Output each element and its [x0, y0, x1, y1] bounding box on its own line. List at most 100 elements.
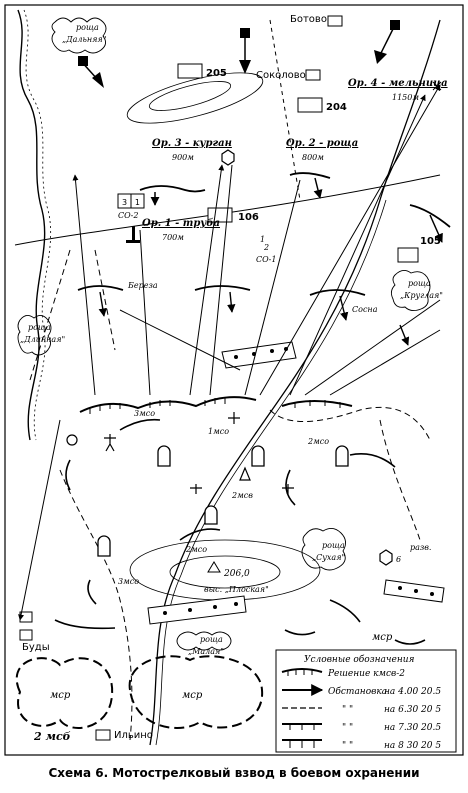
bmp-vehicles	[97, 445, 349, 557]
observation-rays	[18, 84, 441, 621]
legend-row-1: Обстановка на 4.00 20.5	[282, 684, 441, 697]
patrol-routes	[29, 249, 431, 741]
square-205	[177, 63, 203, 79]
contour-hill-206-inner	[169, 555, 281, 589]
map-frame	[4, 4, 464, 756]
figure-caption: Схема 6. Мотострелковый взвод в боевом о…	[48, 766, 420, 780]
obstacle-strip-3	[383, 579, 445, 603]
road-main	[149, 19, 441, 746]
unit-msr-right: мср	[372, 632, 393, 643]
front-line-ticks	[89, 398, 341, 414]
kurgan-marker	[221, 149, 235, 166]
river	[17, 9, 46, 441]
unit-co1-a: 1	[260, 235, 265, 244]
grove-kruglaya	[390, 270, 431, 312]
legend-text-0: Решение кмсв-2	[327, 669, 405, 679]
grove-dalnyaya-line2: „Дальняя"	[62, 35, 106, 44]
landmark-bereza: Береза	[127, 281, 158, 290]
company-area-center	[128, 655, 264, 729]
unit-2msv: 2мсв	[231, 491, 253, 500]
grove-malaya-line2: „Малая"	[188, 647, 224, 656]
grove-kruglaya-line2: „Круглая"	[400, 291, 443, 300]
legend-date-3: на 7.30 20.5	[384, 723, 441, 733]
grove-sukhaya-line1: роща	[322, 541, 345, 550]
square-204	[297, 97, 323, 113]
grid-106: 106	[238, 212, 259, 223]
legend-row-3: " " на 7.30 20.5	[282, 723, 441, 733]
crossroad-marker	[66, 434, 78, 446]
road-secondary	[14, 174, 441, 246]
unit-1mso: 1мсо	[208, 427, 229, 436]
landmark-height: 206,0	[223, 569, 250, 579]
grove-dlinnaya	[17, 315, 52, 356]
enemy-arrow-top-left	[78, 56, 104, 88]
landmark-or2: Ор. 2 - роща	[286, 138, 358, 149]
grove-dlinnaya-line1: роща	[28, 323, 51, 332]
landmark-or1-distance: 700м	[162, 233, 184, 242]
grove-dalnyaya	[51, 17, 107, 54]
label-ilyino: Ильино	[114, 730, 153, 741]
legend-title: Условные обозначения	[304, 654, 415, 665]
grove-dlinnaya-line2: „Длинная"	[20, 335, 65, 344]
forward-position-left	[139, 185, 206, 206]
landmark-razv: разв.	[410, 543, 431, 552]
square-ilyino	[95, 729, 111, 741]
landmark-or1: Ор. 1 - труба	[142, 218, 220, 229]
square-106	[207, 207, 233, 223]
forward-position-right	[289, 172, 331, 199]
landmark-height-label: выс. „Плоская"	[204, 585, 269, 594]
defence-line-mid	[77, 285, 366, 296]
label-botovo: Ботово	[290, 14, 327, 25]
contour-hill-205	[126, 72, 264, 124]
unit-msr-left: мср	[50, 690, 71, 701]
grid-204: 204	[326, 102, 347, 113]
label-sokolovo: Соколово	[256, 70, 306, 81]
landmark-or3: Ор. 3 - курган	[152, 138, 232, 149]
forward-position-far-right	[409, 204, 451, 243]
unit-co2: СО-2	[118, 211, 138, 220]
river-bank	[23, 9, 52, 441]
legend-row-0: Решение кмсв-2	[281, 668, 405, 679]
battle-scheme-map: Ботово Соколово Буды Ильино роща „Дальня…	[4, 4, 464, 756]
square-budy-2	[19, 629, 33, 641]
landmark-sosna: Сосна	[352, 305, 378, 314]
obstacle-strip-2	[147, 595, 247, 625]
unit-2mso-lower: 2мсо	[185, 545, 207, 554]
observation-post-6	[379, 549, 393, 566]
chimney-marker	[126, 226, 140, 243]
grove-sukhaya-line2: „Сухая"	[312, 553, 345, 562]
obstacle-strip-1	[221, 341, 297, 369]
unit-msr-center: мср	[182, 690, 203, 701]
grove-kruglaya-line1: роща	[408, 279, 431, 288]
legend-row-4: " " на 8 30 20 5	[282, 739, 441, 751]
legend-text-3: " "	[342, 723, 353, 733]
legend-date-2: на 6.30 20 5	[384, 705, 441, 715]
legend-date-1: на 4.00 20.5	[384, 687, 441, 697]
unit-obs6: 6	[396, 555, 401, 564]
legend-box	[275, 649, 457, 753]
mill-marker	[432, 81, 442, 91]
defence-line-mid-arrows	[98, 291, 410, 346]
legend-row-2: " " на 6.30 20 5	[282, 705, 441, 715]
unit-co1-b: 2	[263, 243, 269, 252]
landmark-or2-distance: 800м	[302, 153, 324, 162]
unit-3mso: 3мсо	[134, 409, 155, 418]
trench-positions	[54, 418, 426, 645]
enemy-arrow-top-center	[239, 28, 251, 74]
enemy-arrow-top-right	[374, 20, 400, 64]
grove-malaya-line1: роща	[200, 635, 223, 644]
square-sokolovo	[305, 69, 321, 81]
unit-co1: СО-1	[256, 255, 276, 264]
unit-3mso-lower: 3мсо	[118, 577, 139, 586]
landmark-or4-distance: 1150м	[392, 93, 419, 102]
square-botovo	[327, 15, 343, 27]
road-dashed	[269, 19, 301, 201]
landmark-or4: Ор. 4 - мельница	[348, 78, 448, 89]
label-budy: Буды	[22, 642, 50, 653]
legend-text-4: " "	[342, 741, 353, 751]
soldier-figures	[104, 412, 294, 494]
unit-2msb: 2 мсб	[33, 730, 71, 743]
grove-malaya	[176, 631, 232, 651]
unit-co2-box: 3 | 1	[122, 198, 140, 207]
company-area-left	[15, 657, 114, 729]
